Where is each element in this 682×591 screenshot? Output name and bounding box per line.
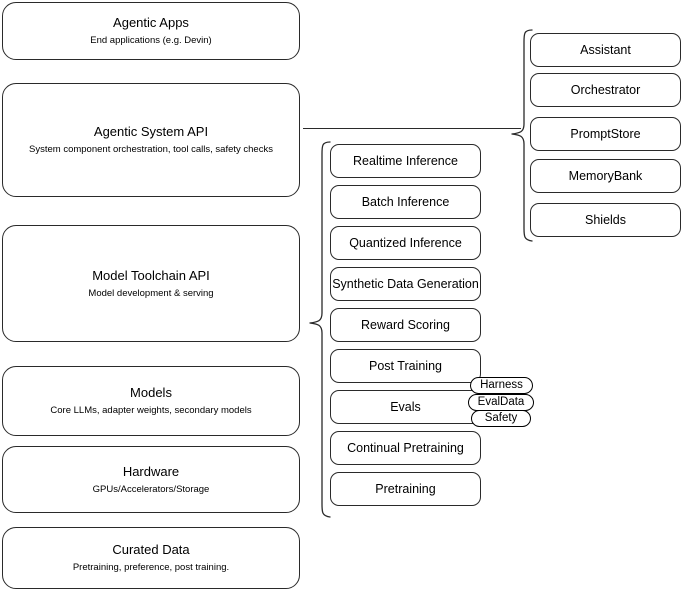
layer-box-models[interactable]: Models Core LLMs, adapter weights, secon… [2,366,300,436]
layer-title: Hardware [122,463,180,479]
layer-title: Models [130,385,172,400]
layer-subtitle: System component orchestration, tool cal… [29,144,273,155]
layer-subtitle: Pretraining, preference, post training. [72,562,230,573]
component-label: Reward Scoring [361,317,450,332]
eval-chip-safety[interactable]: Safety [471,410,531,427]
layer-subtitle: GPUs/Accelerators/Storage [92,483,210,495]
component-orchestrator[interactable]: Orchestrator [530,73,681,107]
layer-box-curated-data[interactable]: Curated Data Pretraining, preference, po… [2,527,300,589]
component-label: Shields [585,212,626,227]
eval-chip-evaldata[interactable]: EvalData [468,394,534,411]
component-label: Pretraining [375,481,436,496]
eval-chip-label: Harness [480,379,523,391]
layer-title: Agentic System API [93,124,209,139]
component-label: Batch Inference [361,194,450,209]
component-shields[interactable]: Shields [530,203,681,237]
component-pretraining[interactable]: Pretraining [330,472,481,506]
component-label: Continual Pretraining [347,440,464,455]
component-batch-inference[interactable]: Batch Inference [330,185,481,219]
component-reward-scoring[interactable]: Reward Scoring [330,308,481,342]
layer-subtitle: End applications (e.g. Devin) [90,35,212,46]
layer-subtitle: Model development & serving [88,287,214,299]
component-assistant[interactable]: Assistant [530,33,681,67]
eval-chip-label: Safety [484,412,518,424]
component-label: PromptStore [570,126,641,141]
component-label: Post Training [369,358,442,373]
component-quantized-inference[interactable]: Quantized Inference [330,226,481,260]
component-label: Evals [390,399,421,414]
layer-box-hardware[interactable]: Hardware GPUs/Accelerators/Storage [2,446,300,513]
eval-chip-label: EvalData [477,396,525,408]
layer-subtitle: Core LLMs, adapter weights, secondary mo… [50,405,252,416]
eval-chip-harness[interactable]: Harness [470,377,533,394]
component-memorybank[interactable]: MemoryBank [530,159,681,193]
component-label: Realtime Inference [353,153,458,168]
component-continual-pretraining[interactable]: Continual Pretraining [330,431,481,465]
layer-title: Model Toolchain API [92,267,210,283]
component-post-training[interactable]: Post Training [330,349,481,383]
connector-agentic-system-api-to-components [303,128,521,130]
component-synthetic-data-generation[interactable]: Synthetic Data Generation [330,267,481,301]
component-label: Orchestrator [570,82,641,97]
layer-title: Agentic Apps [113,15,189,30]
layer-box-model-toolchain-api[interactable]: Model Toolchain API Model development & … [2,225,300,342]
layer-box-agentic-apps[interactable]: Agentic Apps End applications (e.g. Devi… [2,2,300,60]
component-promptstore[interactable]: PromptStore [530,117,681,151]
component-realtime-inference[interactable]: Realtime Inference [330,144,481,178]
brace-agentic-system [511,29,533,242]
component-evals[interactable]: Evals [330,390,481,424]
layer-title: Curated Data [112,542,190,557]
component-label: Synthetic Data Generation [332,276,479,291]
component-label: MemoryBank [568,168,643,183]
layer-box-agentic-system-api[interactable]: Agentic System API System component orch… [2,83,300,197]
brace-model-toolchain [309,141,331,518]
component-label: Quantized Inference [349,235,462,250]
component-label: Assistant [580,42,631,57]
